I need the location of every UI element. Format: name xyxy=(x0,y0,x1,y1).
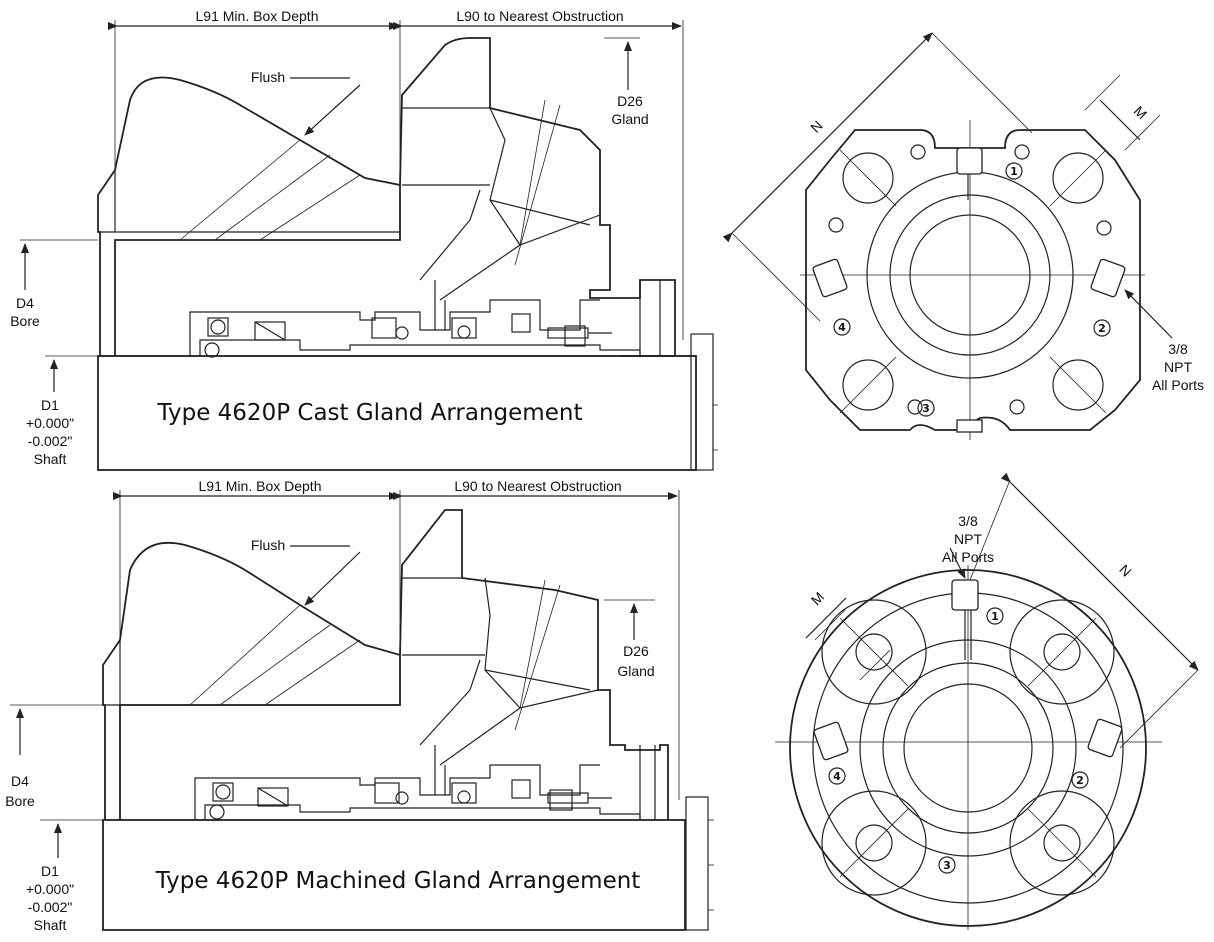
shaft-bottom xyxy=(102,819,686,931)
svg-text:Shaft: Shaft xyxy=(34,451,67,467)
port-1-top: 1 xyxy=(1010,165,1018,178)
svg-text:L90 to Nearest Obstruction: L90 to Nearest Obstruction xyxy=(456,8,623,24)
svg-text:M: M xyxy=(808,589,828,609)
gland-bottom xyxy=(399,509,669,820)
svg-text:M: M xyxy=(1131,103,1151,123)
dim-n-top: N xyxy=(722,32,1033,322)
port-2-bottom: 2 xyxy=(1076,774,1084,787)
svg-text:NPT: NPT xyxy=(954,531,982,547)
svg-text:+0.000": +0.000" xyxy=(26,415,74,431)
bottom-section-view: L91 Min. Box Depth L90 to Nearest Obstru… xyxy=(5,478,714,933)
svg-text:D26: D26 xyxy=(617,93,643,109)
port-4-bottom: 4 xyxy=(833,770,841,783)
svg-text:NPT: NPT xyxy=(1164,359,1192,375)
port-2-top: 2 xyxy=(1098,322,1106,335)
top-end-view: 1 2 3 4 N M 3/8 NPT All Ports xyxy=(722,32,1204,440)
svg-text:Flush: Flush xyxy=(251,537,285,553)
dim-m-top: M xyxy=(1084,74,1161,151)
svg-text:N: N xyxy=(807,117,825,135)
dim-d26-bottom: D26 Gland xyxy=(604,599,655,679)
title-top: Type 4620P Cast Gland Arrangement xyxy=(157,400,583,426)
svg-text:All Ports: All Ports xyxy=(942,549,994,565)
stuffing-box-bottom xyxy=(102,541,401,820)
svg-text:N: N xyxy=(1116,561,1134,579)
dim-d4-top: D4 Bore xyxy=(10,239,98,329)
dim-d1-top: D1 +0.000" -0.002" Shaft xyxy=(26,355,98,467)
svg-text:-0.002": -0.002" xyxy=(28,433,73,449)
svg-text:3/8: 3/8 xyxy=(958,513,978,529)
svg-text:-0.002": -0.002" xyxy=(28,899,73,915)
svg-text:+0.000": +0.000" xyxy=(26,881,74,897)
dim-obstruction-top: L90 to Nearest Obstruction xyxy=(393,8,682,30)
port-1-bottom: 1 xyxy=(991,610,999,623)
npt-callout-top: 3/8 NPT All Ports xyxy=(1124,289,1204,393)
svg-text:D4: D4 xyxy=(16,295,34,311)
svg-text:D4: D4 xyxy=(11,773,29,789)
svg-text:Bore: Bore xyxy=(5,793,35,809)
gland-outline-top-view xyxy=(805,129,1141,431)
gland-top xyxy=(399,37,676,357)
flush-callout-top: Flush xyxy=(251,69,361,136)
port-3-bottom: 3 xyxy=(943,859,951,872)
svg-text:3/8: 3/8 xyxy=(1168,341,1188,357)
dim-d1-bottom: D1 +0.000" -0.002" Shaft xyxy=(26,819,103,933)
stuffing-box-top xyxy=(97,76,401,356)
svg-text:D26: D26 xyxy=(623,643,649,659)
svg-text:Gland: Gland xyxy=(617,663,654,679)
svg-text:L91 Min. Box Depth: L91 Min. Box Depth xyxy=(196,8,319,24)
svg-text:D1: D1 xyxy=(41,397,59,413)
svg-text:L90 to Nearest Obstruction: L90 to Nearest Obstruction xyxy=(454,478,621,494)
svg-text:Flush: Flush xyxy=(251,69,285,85)
flush-callout-bottom: Flush xyxy=(251,537,361,606)
dim-d26-top: D26 Gland xyxy=(604,37,649,127)
svg-text:L91 Min. Box Depth: L91 Min. Box Depth xyxy=(199,478,322,494)
svg-text:D1: D1 xyxy=(41,863,59,879)
dim-d4-bottom: D4 Bore xyxy=(5,704,103,809)
port-4-top: 4 xyxy=(838,321,846,334)
svg-text:Shaft: Shaft xyxy=(34,917,67,933)
port-3-top: 3 xyxy=(922,402,930,415)
top-section-view: L91 Min. Box Depth L90 to Nearest Obstru… xyxy=(10,8,718,471)
dim-box-depth-top: L91 Min. Box Depth xyxy=(108,8,399,30)
npt-callout-bottom: 3/8 NPT All Ports xyxy=(942,513,994,579)
svg-text:All Ports: All Ports xyxy=(1152,377,1204,393)
title-bottom: Type 4620P Machined Gland Arrangement xyxy=(155,868,641,894)
dim-box-depth-bottom: L91 Min. Box Depth xyxy=(113,478,399,500)
svg-text:Bore: Bore xyxy=(10,313,40,329)
dim-obstruction-bottom: L90 to Nearest Obstruction xyxy=(393,478,678,500)
bottom-end-view: 1 2 3 4 N M 3/8 NPT All Ports xyxy=(775,472,1199,930)
svg-text:Gland: Gland xyxy=(611,111,648,127)
